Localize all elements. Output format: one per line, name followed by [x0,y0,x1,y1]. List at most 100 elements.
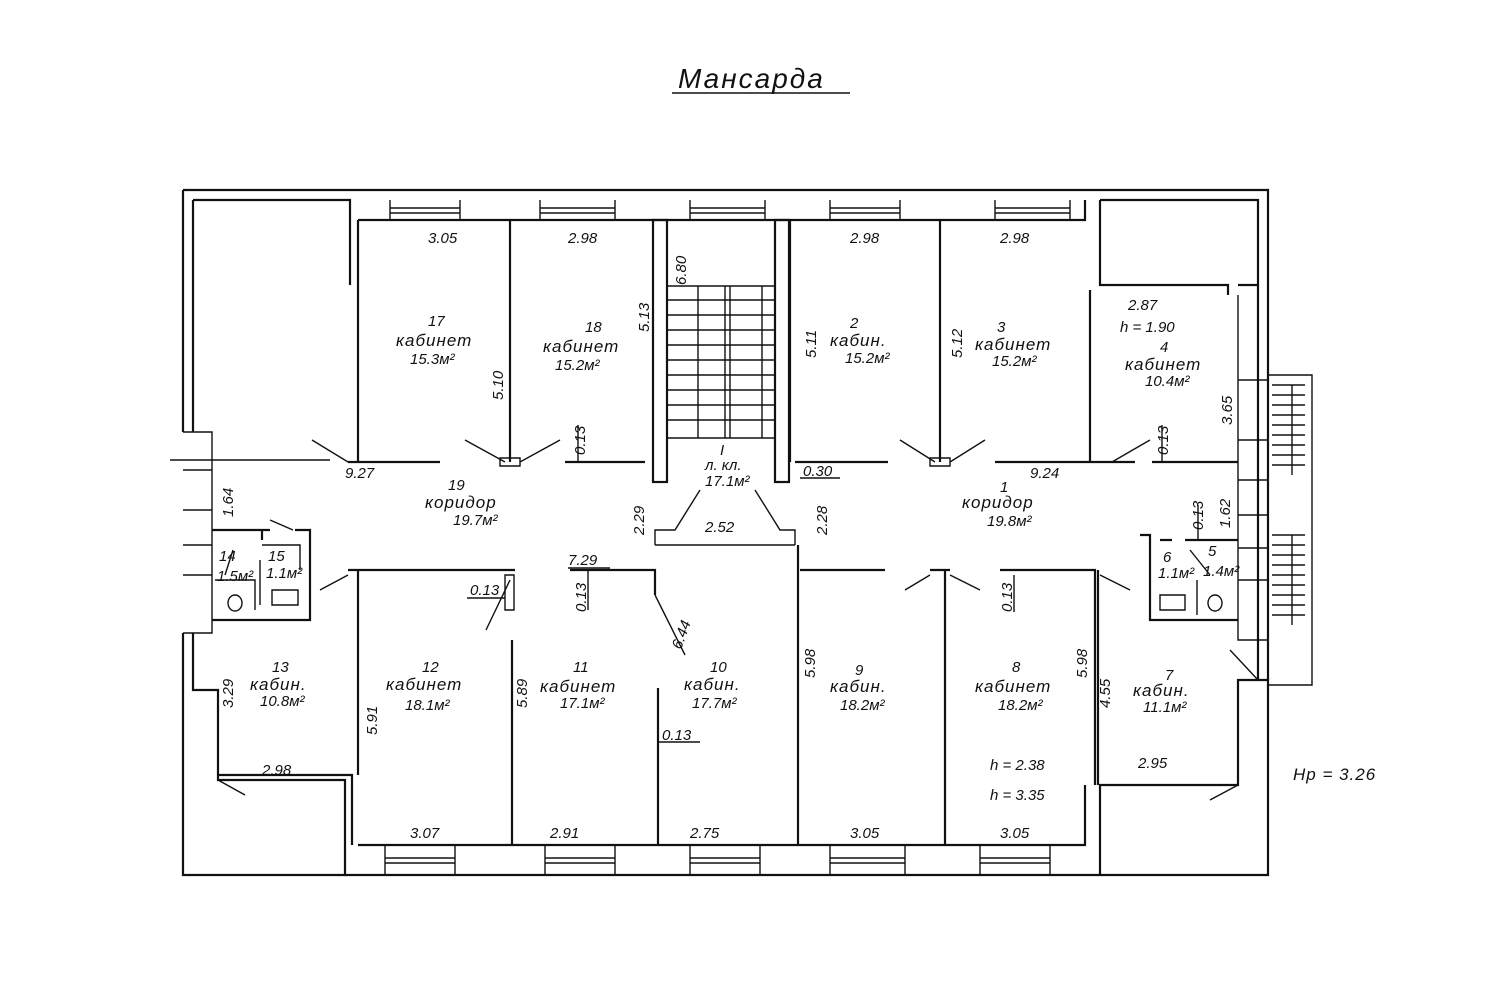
svg-text:0.13: 0.13 [1155,425,1172,455]
svg-text:18.2м²: 18.2м² [998,697,1043,714]
svg-text:3.05: 3.05 [850,825,880,842]
svg-text:17: 17 [428,313,445,330]
svg-text:Hp = 3.26: Hp = 3.26 [1293,765,1376,784]
svg-text:15.2м²: 15.2м² [992,353,1037,370]
svg-text:4: 4 [1160,339,1168,356]
dimension-ticks [467,425,1199,743]
external-stair [1268,374,1313,686]
svg-text:кабинет: кабинет [1125,355,1201,374]
room-6: 6 1.1м² [1158,549,1195,582]
svg-text:2.28: 2.28 [814,505,831,536]
svg-text:3.05: 3.05 [428,230,458,247]
room-14: 14 1.5м² [217,548,254,585]
room-labels: 17 кабинет 15.3м² 18 кабинет 15.2м² 2 ка… [217,313,1240,716]
svg-text:18.1м²: 18.1м² [405,697,450,714]
svg-text:1.64: 1.64 [220,488,237,517]
svg-text:18.2м²: 18.2м² [840,697,885,714]
svg-text:2.29: 2.29 [631,505,648,536]
svg-text:1.1м²: 1.1м² [1158,565,1195,582]
svg-text:5.91: 5.91 [364,706,381,735]
room-7: 7 кабин. 11.1м² [1133,667,1190,716]
room-9: 9 кабин. 18.2м² [830,662,886,714]
svg-text:h = 1.90: h = 1.90 [1120,319,1175,336]
svg-text:h = 2.38: h = 2.38 [990,757,1045,774]
outer-walls [181,188,1270,877]
svg-text:5.12: 5.12 [949,328,966,358]
svg-text:2: 2 [849,315,859,332]
svg-text:2.98: 2.98 [261,762,292,779]
svg-text:2.52: 2.52 [704,519,735,536]
svg-text:17.1м²: 17.1м² [705,473,750,490]
svg-text:6.44: 6.44 [669,618,695,651]
svg-text:7.29: 7.29 [568,552,598,569]
svg-text:15.3м²: 15.3м² [410,351,455,368]
svg-text:19: 19 [448,477,465,494]
room-18: 18 кабинет 15.2м² [543,319,618,374]
dimension-labels: 3.05 2.98 2.98 2.98 6.80 2.87 h = 1.90 5… [220,230,1376,842]
svg-text:6.80: 6.80 [673,255,690,285]
room-1-corridor: 1 коридор 19.8м² [962,479,1034,530]
svg-text:5.98: 5.98 [802,648,819,678]
room-3: 3 кабинет 15.2м² [975,319,1051,370]
svg-text:кабин.: кабин. [250,675,307,694]
svg-text:0.13: 0.13 [573,582,590,612]
svg-text:кабинет: кабинет [540,677,616,696]
svg-text:1.62: 1.62 [1217,498,1234,528]
svg-text:8: 8 [1012,659,1021,676]
svg-text:19.8м²: 19.8м² [987,513,1032,530]
svg-text:13: 13 [272,659,289,676]
svg-text:кабин.: кабин. [1133,681,1190,700]
svg-text:коридор: коридор [962,493,1034,512]
svg-text:2.75: 2.75 [689,825,720,842]
svg-text:10.8м²: 10.8м² [260,693,305,710]
room-5: 5 1.4м² [1203,543,1240,580]
svg-text:кабинет: кабинет [975,677,1051,696]
svg-text:2.98: 2.98 [999,230,1030,247]
svg-text:3.65: 3.65 [1219,395,1236,425]
svg-text:0.13: 0.13 [1190,500,1207,530]
main-stair [654,285,796,546]
room-10: 10 кабин. 17.7м² [684,659,740,712]
svg-text:3.05: 3.05 [1000,825,1030,842]
svg-text:9.27: 9.27 [345,465,375,482]
svg-text:5.98: 5.98 [1074,648,1091,678]
svg-text:0.13: 0.13 [999,582,1016,612]
svg-text:19.7м²: 19.7м² [453,512,498,529]
svg-text:h = 3.35: h = 3.35 [990,787,1045,804]
svg-text:14: 14 [219,548,236,565]
svg-text:10.4м²: 10.4м² [1145,373,1190,390]
svg-text:кабинет: кабинет [975,335,1051,354]
room-I-stairwell: I л. кл. 17.1м² [704,442,750,490]
svg-text:11: 11 [573,659,589,676]
svg-text:1: 1 [1000,479,1008,496]
svg-text:9: 9 [855,662,864,679]
svg-text:15.2м²: 15.2м² [845,350,890,367]
room-19-corridor: 19 коридор 19.7м² [425,477,498,529]
room-13: 13 кабин. 10.8м² [250,659,307,710]
upper-partitions [170,218,1238,484]
room-17: 17 кабинет 15.3м² [396,313,471,368]
svg-text:2.87: 2.87 [1127,297,1158,314]
svg-text:л. кл.: л. кл. [704,457,742,474]
room-11: 11 кабинет 17.1м² [540,659,616,712]
svg-text:кабин.: кабин. [830,331,887,350]
svg-text:18: 18 [585,319,602,336]
svg-text:5.11: 5.11 [803,330,820,358]
svg-text:2.98: 2.98 [849,230,880,247]
svg-text:3: 3 [997,319,1006,336]
svg-text:9.24: 9.24 [1030,465,1059,482]
svg-text:5.89: 5.89 [514,678,531,708]
room-15: 15 1.1м² [266,548,303,582]
svg-text:0.13: 0.13 [662,727,692,744]
svg-text:7: 7 [1165,667,1174,684]
svg-text:0.30: 0.30 [803,463,833,480]
svg-text:5.10: 5.10 [490,370,507,400]
svg-text:15.2м²: 15.2м² [555,357,600,374]
svg-text:15: 15 [268,548,285,565]
room-12: 12 кабинет 18.1м² [386,659,461,714]
svg-text:2.91: 2.91 [549,825,579,842]
room-4: 4 кабинет 10.4м² [1125,339,1201,390]
svg-text:1.1м²: 1.1м² [266,565,303,582]
svg-text:5: 5 [1208,543,1217,560]
